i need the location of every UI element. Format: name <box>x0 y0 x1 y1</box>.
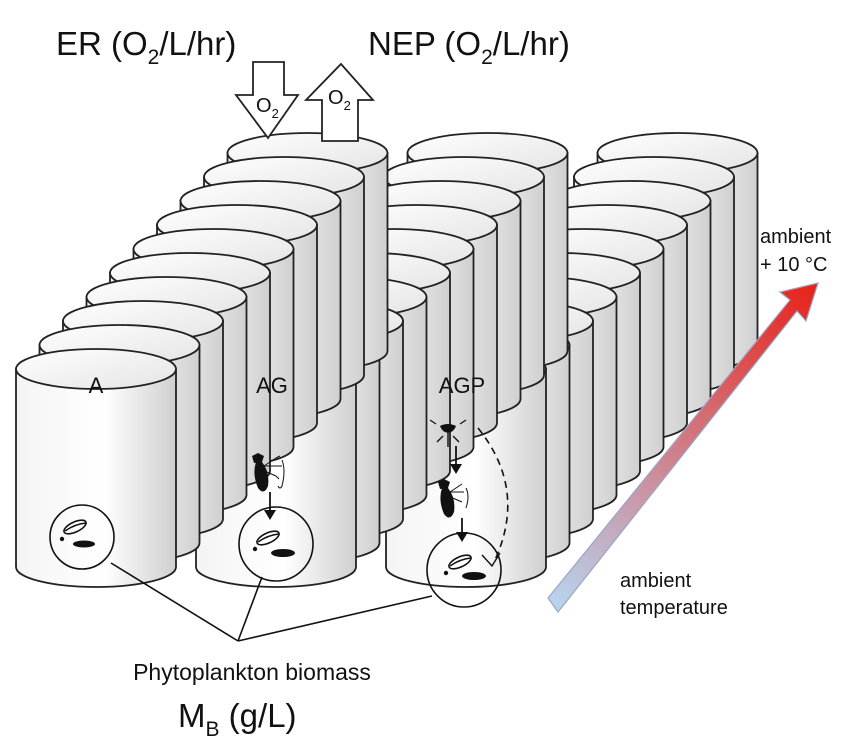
svg-text:O2: O2 <box>256 95 279 121</box>
grazer-icon-agp <box>438 479 469 518</box>
svg-text:O2: O2 <box>328 87 351 113</box>
cylinder-body <box>15 368 177 588</box>
cylinder-top <box>15 348 177 390</box>
er-title: ER (O2/L/hr) <box>56 25 236 69</box>
phytoplankton-icon <box>59 519 95 548</box>
nep-title: NEP (O2/L/hr) <box>368 25 570 69</box>
phytoplankton-icon <box>443 554 486 580</box>
phytoplankton-icon <box>252 530 295 557</box>
column-label-ag: AG <box>256 373 288 398</box>
temperature-gradient-arrow <box>547 282 819 613</box>
high-temperature-label: ambient+ 10 °C <box>760 226 832 276</box>
grazer-icon-ag <box>252 453 285 492</box>
column-label-a: A <box>89 373 104 398</box>
oxygen-release-arrow: O2 <box>303 62 376 142</box>
predator-icon-agp <box>429 419 467 447</box>
mesocosm-array <box>15 132 759 588</box>
phytoplankton-circle-agp <box>426 532 502 608</box>
phytoplankton-circle-ag <box>238 506 314 582</box>
mesocosm-cylinder-a-1 <box>15 348 177 588</box>
biomass-symbol: MB (g/L) <box>178 697 297 741</box>
phytoplankton-circle-a <box>49 504 115 570</box>
biomass-connector-lines <box>110 562 433 642</box>
column-label-agp: AGP <box>439 373 485 398</box>
indirect-effect-arrow-agp <box>477 427 509 563</box>
oxygen-uptake-arrow: O2 <box>234 61 300 140</box>
biomass-label: Phytoplankton biomass <box>133 659 371 685</box>
